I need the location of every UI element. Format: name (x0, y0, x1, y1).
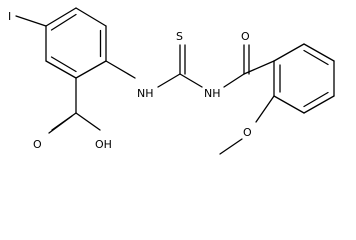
methoxy-group (219, 95, 275, 155)
methoxy-oxygen-label: O (243, 126, 252, 139)
structure-diagram: I O OH NH S NH O (8, 7, 335, 155)
benzoyl-carbonyl (243, 44, 275, 75)
carboxyl-oxygen-label: O (33, 138, 42, 151)
hydroxyl-label: OH (95, 138, 112, 151)
thiourea-linker (105, 44, 245, 88)
carbonyl-oxygen-label: O (241, 30, 250, 43)
carboxylic-acid-group (48, 77, 101, 134)
left-benzene-ring (45, 7, 107, 79)
amine-nh-right-label: NH (204, 87, 221, 100)
c-i-bond (15, 15, 47, 27)
iodine-label: I (8, 10, 11, 23)
amine-nh-left-label: NH (137, 87, 154, 100)
thione-sulfur-label: S (176, 30, 183, 43)
right-benzene-ring (273, 43, 335, 114)
